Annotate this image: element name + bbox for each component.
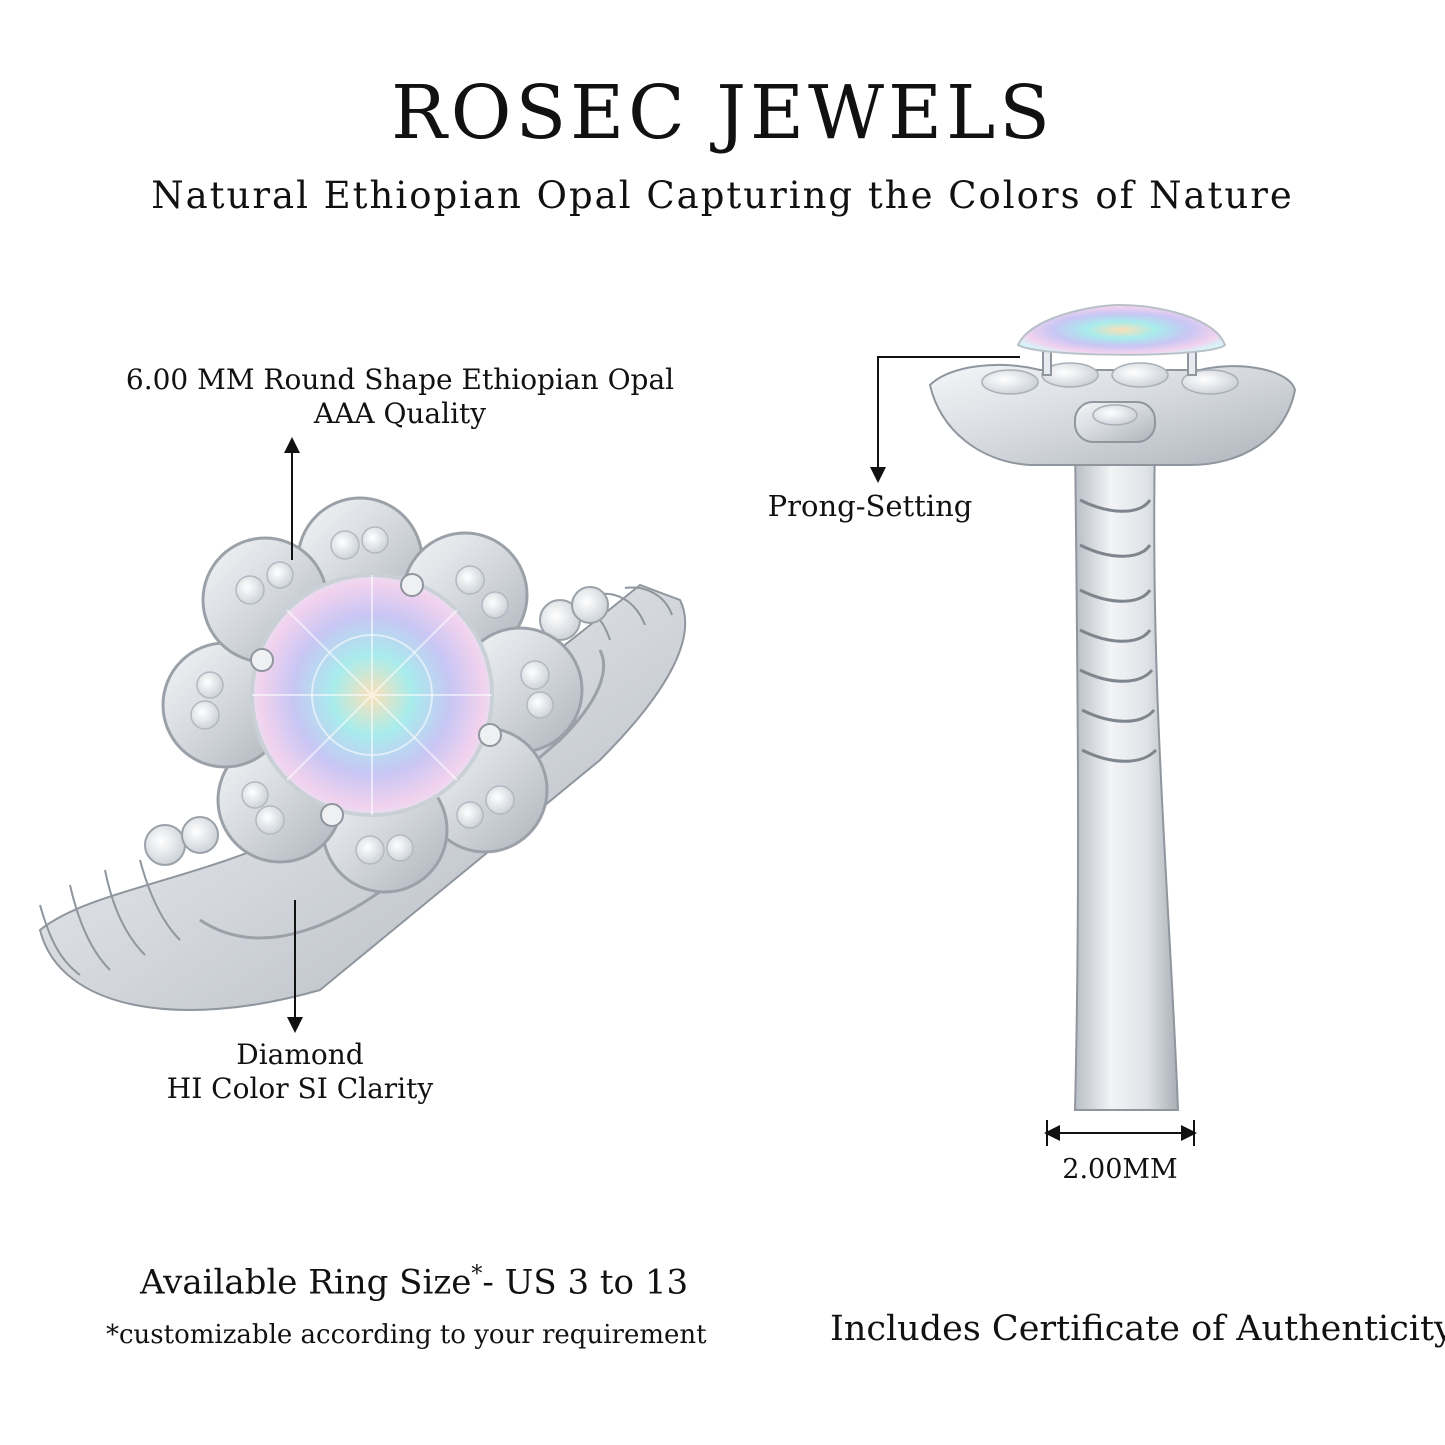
side-opal (1016, 303, 1227, 356)
ring-size-prefix: Available Ring Size (140, 1262, 472, 1303)
brand-title: ROSEC JEWELS (391, 70, 1054, 156)
ring-size-range: - US 3 to 13 (482, 1262, 689, 1303)
ring-size-line: Available Ring Size*- US 3 to 13 (140, 1262, 700, 1302)
diamond-spec-line1: Diamond (236, 1038, 364, 1071)
prong-setting-label: Prong-Setting (767, 489, 973, 523)
shank-segments (1079, 498, 1158, 763)
prong-callout-arrow (870, 356, 1020, 483)
opal-spec-label: 6.00 MM Round Shape Ethiopian Opal AAA Q… (120, 363, 680, 431)
band-width-label: 2.00MM (1062, 1154, 1178, 1185)
ring-size-note: *customizable according to your requirem… (106, 1320, 707, 1350)
ring-size-star: * (471, 1262, 483, 1287)
certificate-note: Includes Certificate of Authenticity (830, 1309, 1445, 1349)
ring-front-view (38, 496, 687, 1011)
diamond-spec-label: Diamond HI Color SI Clarity (140, 1038, 460, 1106)
tagline: Natural Ethiopian Opal Capturing the Col… (151, 174, 1294, 217)
diamond-spec-line2: HI Color SI Clarity (166, 1072, 434, 1105)
pave-diamonds (190, 526, 554, 865)
ring-side-view (928, 303, 1297, 1111)
band-width-dimension (1044, 1120, 1197, 1146)
side-halo-diamonds (981, 362, 1239, 395)
side-diamonds (144, 586, 609, 866)
opal-spec-line1: 6.00 MM Round Shape Ethiopian Opal (125, 363, 675, 396)
opal-spec-line2: AAA Quality (313, 397, 487, 430)
opal-facets (252, 575, 492, 815)
prongs (250, 573, 502, 827)
